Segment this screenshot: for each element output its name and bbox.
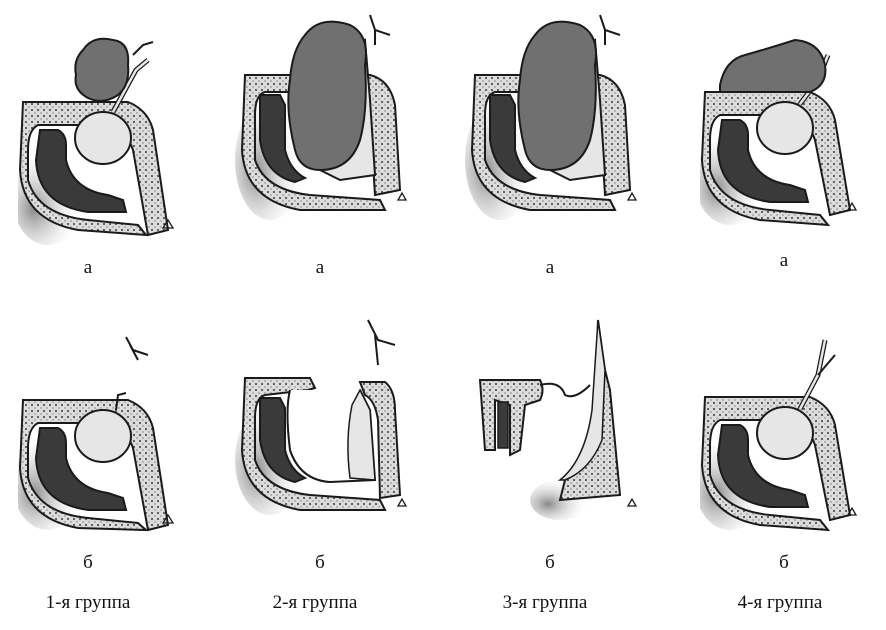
panel-group1-a	[18, 30, 188, 245]
panel-group1-b	[18, 325, 188, 535]
label-group2-b: б	[315, 552, 325, 573]
label-group3-a: а	[545, 257, 555, 278]
label-group1-a: а	[83, 257, 93, 278]
group-label-1: 1-я группа	[45, 592, 131, 613]
group-label-2: 2-я группа	[272, 592, 358, 613]
label-group3-b: б	[545, 552, 555, 573]
panel-group4-a	[700, 30, 875, 230]
label-group1-b: б	[83, 552, 93, 573]
label-group2-a: а	[315, 257, 325, 278]
panel-group4-b	[700, 335, 875, 535]
panel-group2-b	[230, 310, 420, 520]
panel-group2-a	[230, 10, 420, 225]
group-label-4: 4-я группа	[737, 592, 823, 613]
label-group4-a: а	[779, 250, 789, 271]
label-group4-b: б	[779, 552, 789, 573]
group-label-3: 3-я группа	[502, 592, 588, 613]
panel-group3-b	[470, 310, 650, 520]
panel-group3-a	[460, 10, 650, 225]
